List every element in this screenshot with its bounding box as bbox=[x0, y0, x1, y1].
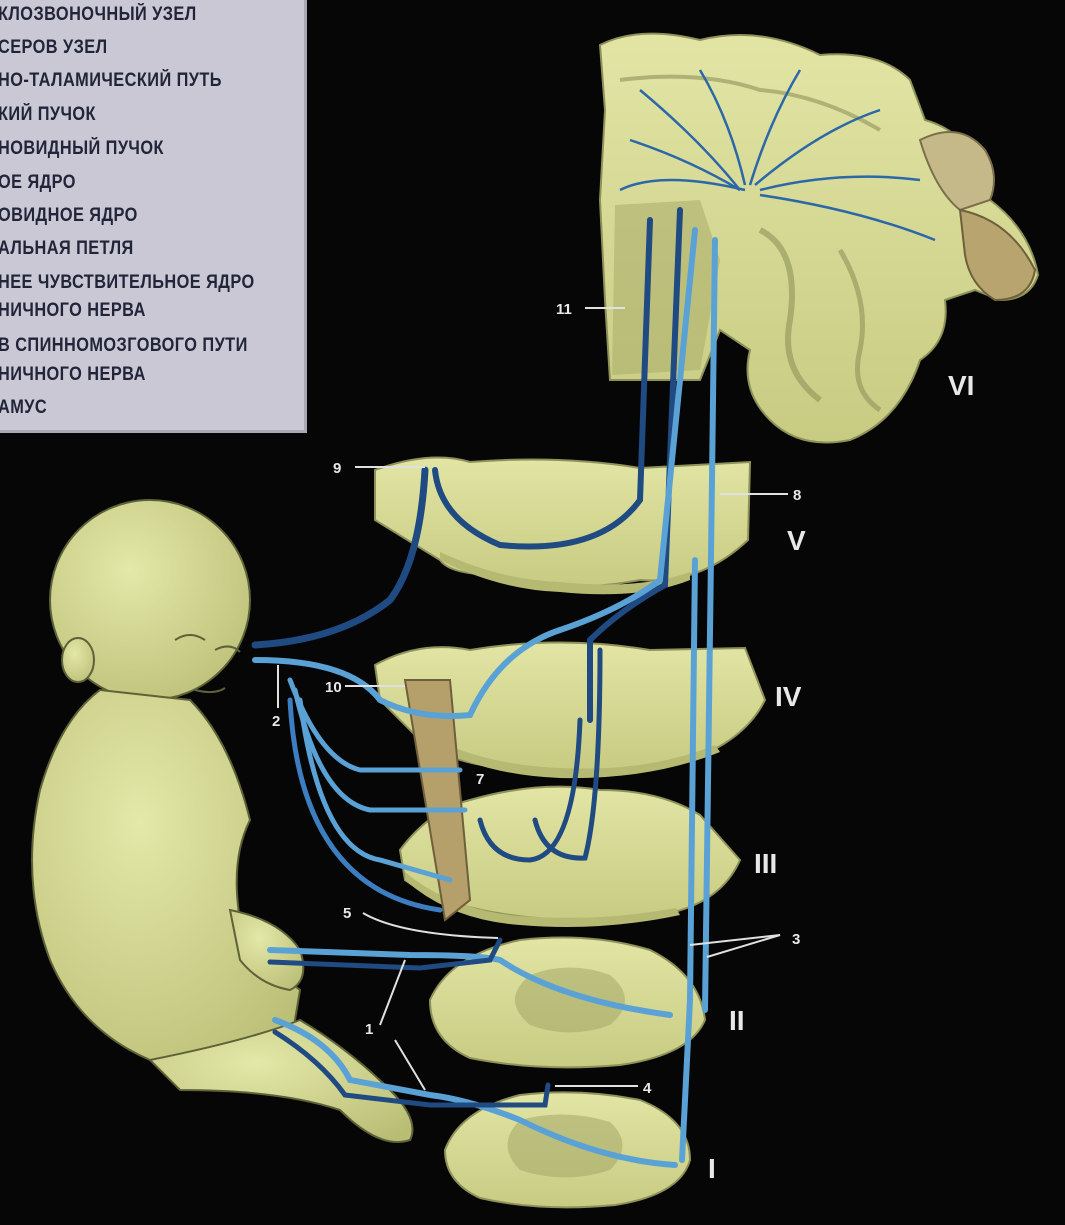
level-II: II bbox=[729, 1005, 745, 1036]
level-III: III bbox=[754, 848, 777, 879]
marker-4: 4 bbox=[643, 1080, 652, 1097]
level-I: I bbox=[708, 1153, 716, 1184]
infant-figure bbox=[32, 500, 413, 1142]
level-IV: IV bbox=[775, 681, 802, 712]
marker-2: 2 bbox=[272, 713, 280, 730]
level-VI: VI bbox=[948, 370, 974, 401]
marker-1: 1 bbox=[365, 1021, 373, 1038]
marker-10: 10 bbox=[325, 679, 342, 696]
marker-8: 8 bbox=[793, 487, 801, 504]
marker-3: 3 bbox=[792, 931, 800, 948]
thalamus-region bbox=[612, 200, 720, 375]
level-V: V bbox=[787, 525, 806, 556]
marker-5: 5 bbox=[343, 905, 351, 922]
marker-9: 9 bbox=[333, 460, 341, 477]
marker-11: 11 bbox=[556, 301, 572, 318]
marker-7: 7 bbox=[476, 771, 484, 788]
spinal-section-I bbox=[445, 1092, 690, 1207]
